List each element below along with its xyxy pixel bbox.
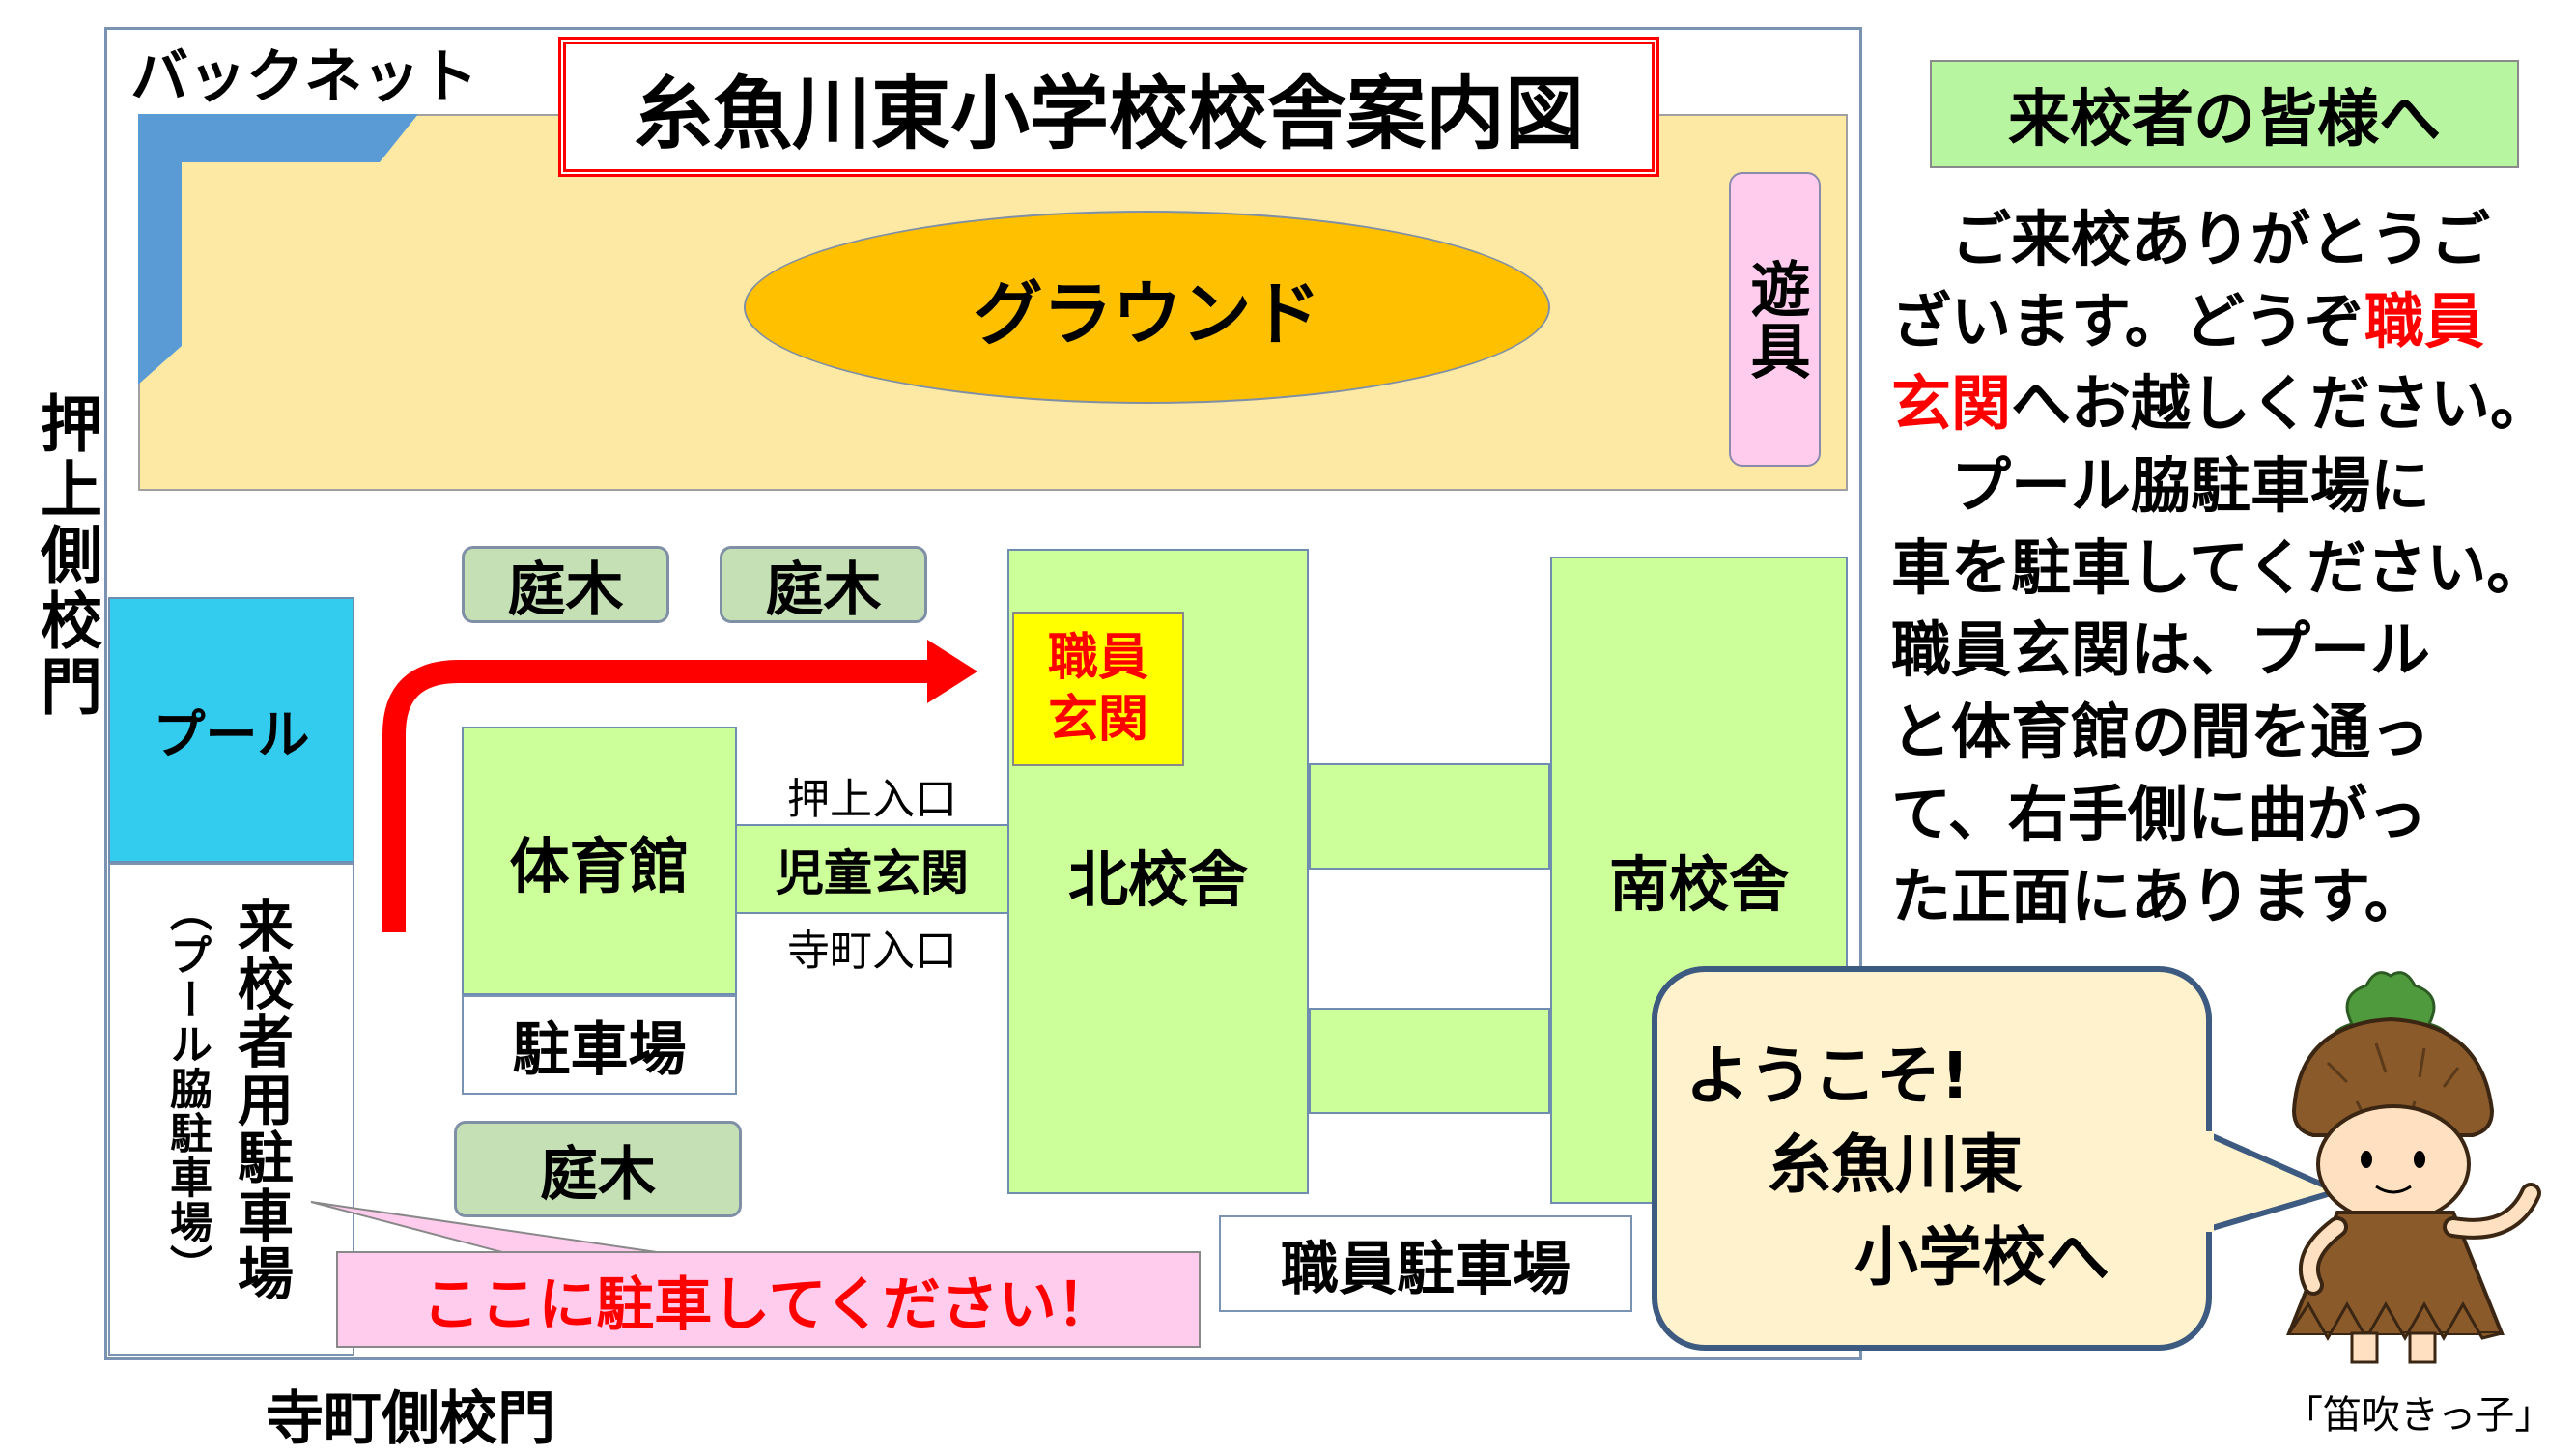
- message-line: と体育館の間を通っ: [1891, 691, 2567, 773]
- message-highlight: 職員: [2364, 286, 2484, 357]
- teramachi-entrance: 寺町入口: [787, 927, 957, 976]
- oshiage-entrance: 押上入口: [787, 775, 957, 824]
- garden-tree: 庭木: [720, 546, 927, 624]
- backnet-label: バックネット: [130, 43, 478, 111]
- visitor-parking: [108, 863, 354, 1356]
- message-line: ご来校ありがとうご: [1891, 198, 2567, 280]
- message-line: て、右手側に曲がっ: [1891, 773, 2567, 855]
- ground-area: [138, 114, 1848, 491]
- oshiage-gate-label: 押上側校門: [30, 391, 101, 720]
- page-title: 糸魚川東小学校校舎案内図: [558, 37, 1659, 177]
- message-text: 職員玄関は、プール: [1891, 614, 2431, 685]
- message-line: 車を駐車してください。: [1891, 527, 2567, 609]
- backnet-shape: [138, 114, 418, 385]
- children-entrance: 児童玄関: [776, 844, 969, 901]
- message-text: と体育館の間を通っ: [1891, 697, 2431, 767]
- teramachi-gate-label: 寺町側校門: [266, 1385, 555, 1453]
- message-text: ご来校ありがとうご: [1891, 204, 2491, 274]
- message-highlight: 玄関: [1891, 368, 2012, 439]
- message-text: 車を駐車してください。: [1891, 532, 2547, 603]
- message-text: た正面にあります。: [1891, 861, 2424, 931]
- north-building-label: 北校舎: [1067, 844, 1248, 915]
- speech-bubble: [1652, 966, 2212, 1351]
- message-line: 職員玄関は、プール: [1891, 609, 2567, 691]
- visitor-parking-sub: （プール脇駐車場）: [162, 889, 212, 1289]
- message-text: ざいます。どうぞ: [1891, 286, 2364, 357]
- message-line: 玄関へお越しください。: [1891, 362, 2567, 444]
- mascot-caption: 「笛吹きっ子」: [2284, 1393, 2554, 1438]
- visitor-message: ご来校ありがとうご ざいます。どうぞ職員 玄関へお越しください。 プール脇駐車場…: [1891, 198, 2567, 937]
- message-line: た正面にあります。: [1891, 855, 2567, 937]
- park-here-callout: ここに駐車してください！: [336, 1251, 1201, 1348]
- message-line: プール脇駐車場に: [1891, 444, 2567, 527]
- visitors-heading: 来校者の皆様へ: [1930, 60, 2519, 168]
- callout-pointer: [310, 1201, 658, 1253]
- welcome-line-1: ようこそ!: [1685, 1039, 1970, 1113]
- site-boundary: [104, 27, 1862, 1360]
- route-arrow: [382, 640, 977, 932]
- pool: プール: [108, 597, 354, 863]
- staff-parking: 職員駐車場: [1219, 1215, 1632, 1312]
- welcome-line-3: 小学校へ: [1854, 1220, 2109, 1295]
- garden-tree: 庭木: [454, 1121, 742, 1217]
- message-text: へお越しください。: [2011, 368, 2551, 439]
- speech-bubble-tail-cover: [2204, 1131, 2214, 1232]
- connecting-corridor: [1309, 763, 1550, 870]
- ground-oval: グラウンド: [744, 211, 1550, 404]
- message-text: プール脇駐車場に: [1891, 450, 2431, 521]
- south-building-label: 南校舎: [1608, 849, 1789, 920]
- staff-entrance: 職員玄関: [1012, 612, 1184, 766]
- speech-bubble-tail: [2193, 1126, 2340, 1237]
- mascot-illustration: [2286, 971, 2541, 1364]
- connecting-corridor: [1309, 1008, 1550, 1114]
- welcome-line-2: 糸魚川東: [1768, 1128, 2023, 1202]
- visitor-parking-label: 来校者用駐車場: [228, 897, 294, 1302]
- gym: 体育館: [462, 727, 737, 995]
- message-line: ざいます。どうぞ職員: [1891, 280, 2567, 362]
- gym-parking: 駐車場: [462, 995, 737, 1095]
- garden-tree: 庭木: [462, 546, 669, 624]
- entrance-corridor: [737, 824, 1007, 914]
- message-text: て、右手側に曲がっ: [1891, 779, 2427, 849]
- playground-equipment: 遊具: [1729, 172, 1821, 467]
